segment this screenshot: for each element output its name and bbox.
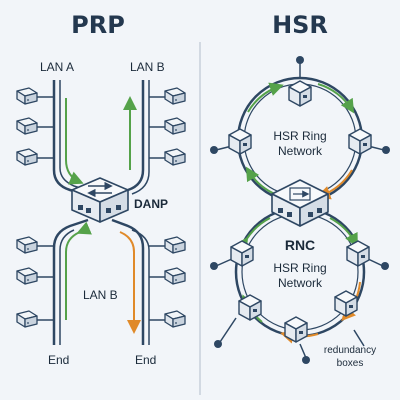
end-device-icon: [16, 87, 38, 105]
hsr-node-icon: [288, 80, 312, 107]
redundancy-box-icon: [334, 290, 358, 317]
end-device-icon: [164, 267, 186, 285]
end-device-icon: [16, 236, 38, 254]
endpoint-dot: [210, 146, 218, 154]
endpoint-dot: [302, 356, 310, 364]
lower-left-flow-arrow: [65, 221, 92, 320]
lan-b-down-flow-arrow: [119, 231, 141, 334]
lan-b-rail-top-inner: [131, 80, 150, 195]
redundancy-box-icon: [238, 294, 262, 321]
rnc-node-icon: [271, 179, 329, 227]
bottom-ring-label-line2: Network: [278, 276, 323, 290]
lan-a-rail-bottom-inner: [59, 229, 75, 345]
prp-section: LAN A LAN B DANP LAN B End End: [16, 60, 186, 367]
lan-b-rail-bottom: [111, 218, 145, 345]
top-ring-label-line2: Network: [278, 144, 323, 158]
lan-a-rail-top-inner: [59, 80, 91, 192]
prp-title: PRP: [71, 11, 125, 39]
endpoint-dot: [381, 262, 389, 270]
bottom-ring-label-line1: HSR Ring: [273, 261, 326, 275]
hsr-node-icon: [348, 128, 372, 155]
rnc-label: RNC: [285, 237, 315, 253]
lan-b-bottom-label: LAN B: [83, 288, 118, 302]
redundancy-label-line1: redundancy: [324, 345, 376, 356]
endpoint-dot: [382, 146, 390, 154]
end-device-icon: [16, 148, 38, 166]
lan-b-top-label: LAN B: [130, 60, 165, 74]
danp-node-icon: [71, 177, 129, 223]
redundancy-label-line2: boxes: [337, 358, 364, 369]
hsr-title: HSR: [272, 11, 328, 39]
endpoint-dot: [296, 56, 304, 64]
lan-a-rail-bottom: [52, 218, 89, 345]
end-right-label: End: [135, 353, 156, 367]
end-device-icon: [164, 148, 186, 166]
end-device-icon: [164, 310, 186, 328]
hsr-node-icon: [346, 240, 370, 267]
top-ring-label-line1: HSR Ring: [273, 129, 326, 143]
lan-b-rail-top: [111, 80, 145, 197]
danp-label: DANP: [134, 197, 168, 211]
hsr-section: HSR Ring Network RNC HSR Ring Network re…: [210, 56, 390, 369]
lan-a-rail-top: [52, 80, 89, 197]
end-device-icon: [16, 310, 38, 328]
end-left-label: End: [48, 353, 69, 367]
lan-b-rail-bottom-inner: [131, 229, 150, 345]
end-device-icon: [164, 87, 186, 105]
lan-a-flow-arrow: [65, 98, 84, 185]
endpoint-dot: [214, 340, 222, 348]
end-device-icon: [16, 267, 38, 285]
redundancy-box-icon: [284, 316, 308, 343]
end-device-icon: [16, 117, 38, 135]
hsr-node-icon: [230, 240, 254, 267]
lan-a-label: LAN A: [40, 60, 74, 74]
end-device-icon: [164, 236, 186, 254]
endpoint-dot: [210, 262, 218, 270]
end-device-icon: [164, 117, 186, 135]
hsr-node-icon: [228, 128, 252, 155]
